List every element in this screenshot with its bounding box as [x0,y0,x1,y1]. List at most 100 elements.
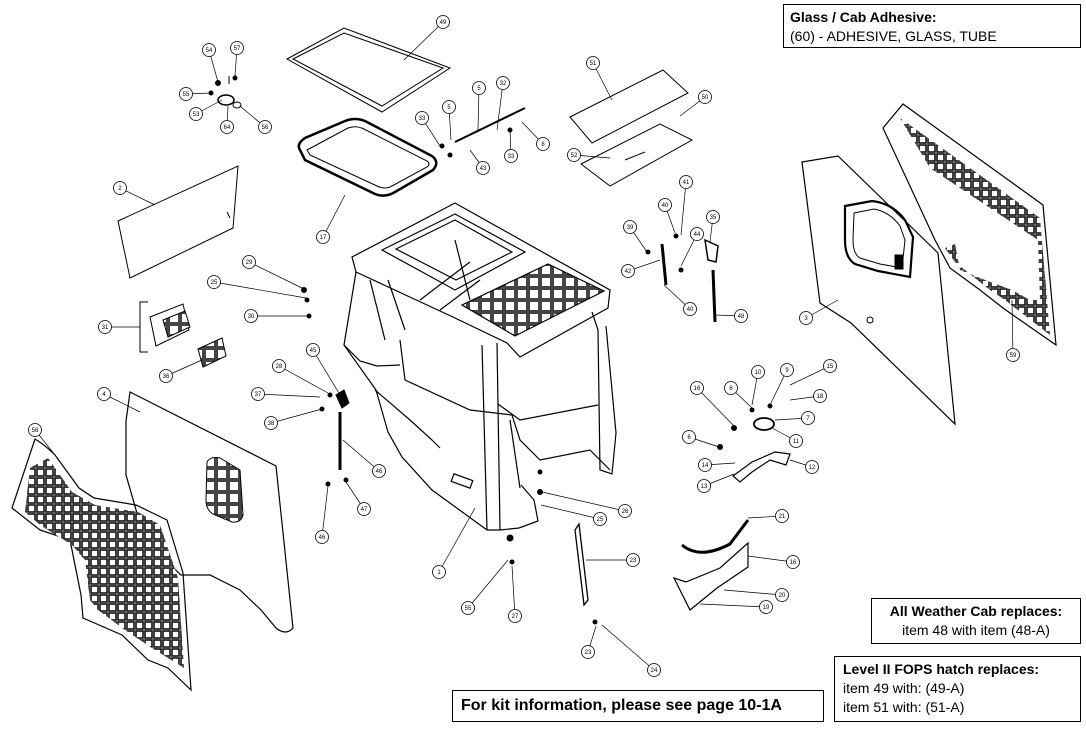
callout-bubble: 43 [476,161,490,175]
callout-bubble: 33 [415,111,429,125]
callout-bubble: 54 [202,43,216,57]
glass-adhesive-note: Glass / Cab Adhesive: (60) - ADHESIVE, G… [783,4,1081,48]
callout-label: 19 [763,605,770,611]
callout-bubble: 45 [306,343,320,357]
callout-label: 14 [702,463,709,469]
callout-bubble: 32 [496,76,510,90]
callout-bubble: 29 [242,255,256,269]
callout-label: 16 [694,386,701,392]
callout-label: 54 [206,48,213,54]
leader-line [467,559,509,609]
callout-label: 53 [193,112,200,118]
callout-label: 23 [630,558,637,564]
callout-label: 31 [102,325,109,331]
left-side-glass [117,165,239,279]
callout-label: 44 [694,232,701,238]
callout-label: 39 [627,225,634,231]
callout-bubble: 27 [508,609,522,623]
left-mesh-screen [11,438,192,692]
callout-bubble: 15 [823,359,837,373]
callout-bubble: 35 [706,210,720,224]
callout-bubble: 56 [258,120,272,134]
leader-line [213,281,307,299]
roof-glass-panel [285,27,452,113]
callout-bubble: 16 [786,555,800,569]
callout-label: 46 [319,535,326,541]
roof-seal-ring [297,117,438,197]
callout-label: 12 [809,465,816,471]
callout-bubble: 53 [189,107,203,121]
callout-bubble: 57 [230,41,244,55]
callout-label: 21 [779,514,786,520]
callout-bubble: 50 [698,90,712,104]
callout-label: 9 [785,368,789,374]
all-weather-note: All Weather Cab replaces: item 48 with i… [871,598,1081,644]
leader-line [747,555,794,563]
callout-bubble: 58 [28,423,42,437]
callout-label: 46 [376,469,383,475]
callout-label: 64 [224,125,231,131]
leader-line [270,408,323,424]
callout-label: 16 [790,560,797,566]
callout-label: 33 [419,116,426,122]
callout-bubble: 31 [98,320,112,334]
callout-bubble: 20 [775,588,789,602]
leader-line [403,21,444,61]
callout-label: 3 [804,316,808,322]
callout-label: 37 [255,392,262,398]
callout-bubble: 6 [682,430,696,444]
callout-label: 47 [361,507,368,513]
callout-bubble: 46 [315,530,329,544]
callout-bubble: 5 [442,100,456,114]
callout-label: 58 [32,428,39,434]
callout-bubble: 24 [647,663,661,677]
leader-line [278,365,329,394]
callout-label: 25 [211,280,218,286]
right-mesh-screen [882,103,1057,347]
callout-label: 10 [755,370,762,376]
callout-label: 40 [662,203,669,209]
callout-label: 4 [102,392,106,398]
callout-label: 50 [702,95,709,101]
all-weather-line: item 48 with item (48-A) [902,622,1050,638]
callout-label: 35 [710,215,717,221]
callout-label: 51 [590,61,597,67]
callout-bubble: 17 [316,230,330,244]
callout-bubble: 64 [220,120,234,134]
callout-bubble: 14 [698,458,712,472]
callout-bubble: 21 [775,509,789,523]
callout-label: 59 [1010,353,1017,359]
callout-label: 5 [447,105,451,111]
leader-line [723,589,783,596]
callout-label: 29 [246,260,253,266]
callout-bubble: 38 [264,416,278,430]
leader-line [699,603,767,608]
callout-label: 20 [779,593,786,599]
callout-label: 7 [806,416,810,422]
fops-line-2: item 51 with: (51-A) [843,699,965,715]
callout-bubble: 40 [683,302,697,316]
callout-bubble: 10 [751,365,765,379]
hardware-fasteners [301,287,598,625]
callout-bubble: 46 [372,464,386,478]
cab-frame [343,202,617,531]
callout-label: 55 [465,606,472,612]
callout-bubble: 9 [780,363,794,377]
vent-grille [139,301,227,368]
callout-label: 41 [683,180,690,186]
callout-bubble: 42 [621,264,635,278]
callout-bubble: 59 [1006,348,1020,362]
leader-line [248,261,303,289]
left-side-panel [125,391,294,633]
leader-line [438,507,476,573]
callout-bubble: 12 [805,460,819,474]
hatch-latch-parts [208,75,242,109]
callout-label: 55 [183,92,190,98]
callout-bubble: 36 [159,369,173,383]
callout-label: 5 [477,86,481,92]
fops-title: Level II FOPS hatch replaces: [843,661,1040,677]
leader-line [540,504,601,520]
door-strut-left [319,389,350,487]
leader-line [680,181,687,236]
